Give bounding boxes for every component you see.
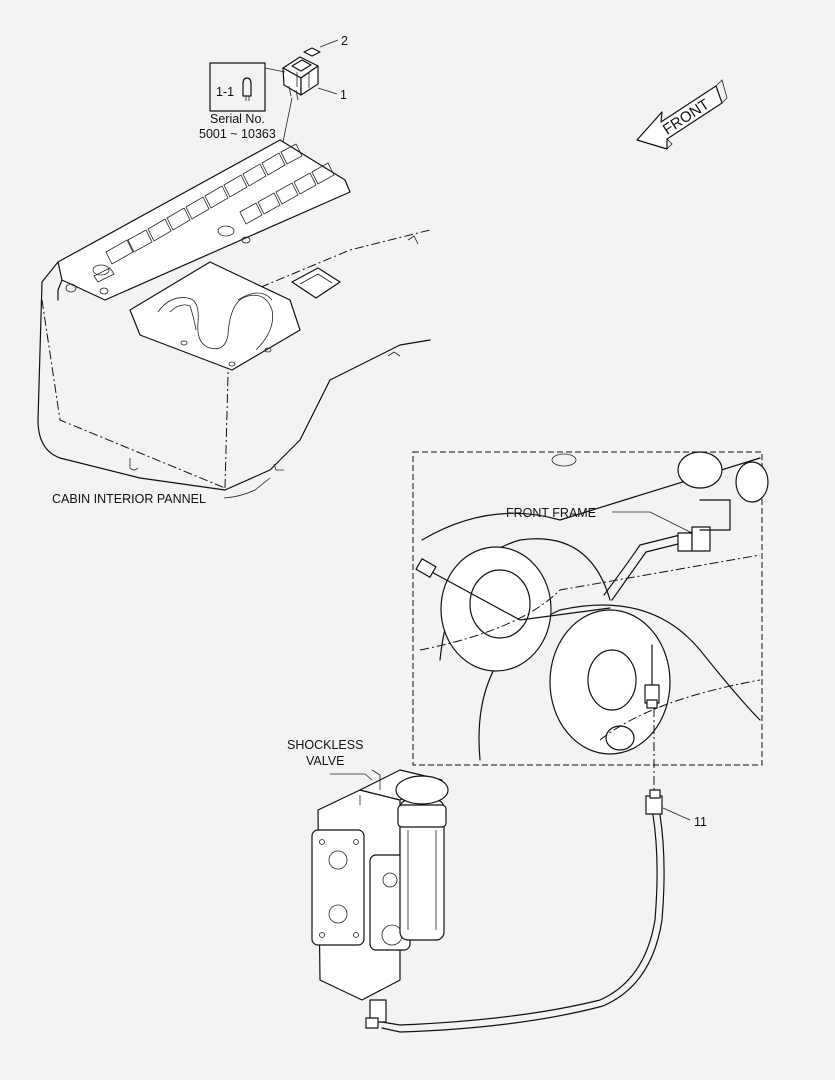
shockless-label-line1: SHOCKLESS: [287, 738, 363, 752]
callout-1-1: 1-1: [216, 85, 234, 99]
switch-slots: [93, 143, 335, 283]
shockless-label-line2: VALVE: [306, 754, 344, 768]
serial-title: Serial No.: [210, 112, 265, 126]
leader-line-cabin-panel: [223, 477, 271, 499]
serial-range: 5001 ~ 10363: [199, 127, 276, 141]
front-direction-arrow-icon: [636, 79, 728, 150]
leader-line-shockless: [330, 773, 373, 781]
switch-cap-part[interactable]: [303, 47, 321, 57]
leader-line-front-frame: [612, 511, 691, 533]
cabin-interior-panel: [37, 139, 431, 491]
rocker-switch-part[interactable]: [282, 56, 319, 101]
pressure-switch-harness[interactable]: [365, 708, 665, 1033]
leader-line-1: [317, 87, 338, 95]
front-frame-detail: [412, 451, 769, 766]
leader-line-11: [662, 807, 691, 821]
callout-11: 11: [694, 815, 707, 829]
leader-line-2: [319, 39, 339, 48]
bulb-icon[interactable]: [242, 77, 252, 101]
callout-1: 1: [340, 88, 347, 102]
front-frame-label: FRONT FRAME: [506, 506, 596, 520]
bulb-detail-box: [209, 62, 286, 112]
cabin-panel-label: CABIN INTERIOR PANNEL: [52, 492, 206, 506]
callout-2: 2: [341, 34, 348, 48]
shockless-valve: [311, 769, 449, 1001]
